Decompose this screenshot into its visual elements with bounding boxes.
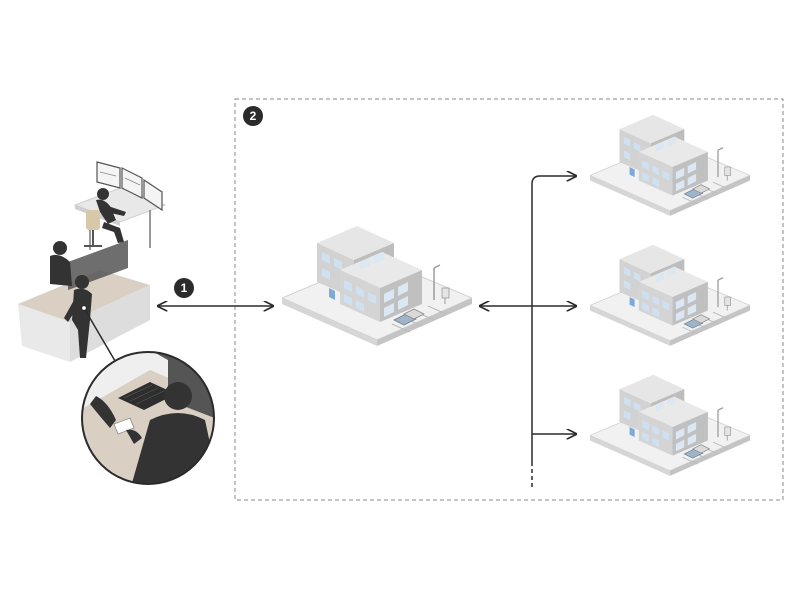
remote-site-building-icon	[590, 244, 750, 347]
central-building-icon	[282, 225, 472, 347]
step-badge-1: 1	[174, 278, 194, 298]
step-badge-1-label: 1	[181, 281, 188, 295]
remote-site-building-icon	[590, 114, 750, 217]
step-badge-2-label: 2	[250, 109, 257, 123]
remote-sites-trunk-line	[531, 175, 541, 462]
remote-site-building-icon	[590, 374, 750, 477]
operator-station-icon	[73, 161, 167, 250]
closeup-connector-line	[83, 307, 119, 367]
access-card-closeup-icon	[81, 351, 215, 485]
step-badge-2: 2	[243, 106, 263, 126]
reception-desk-icon	[18, 240, 150, 362]
site-network-zone	[234, 98, 784, 501]
